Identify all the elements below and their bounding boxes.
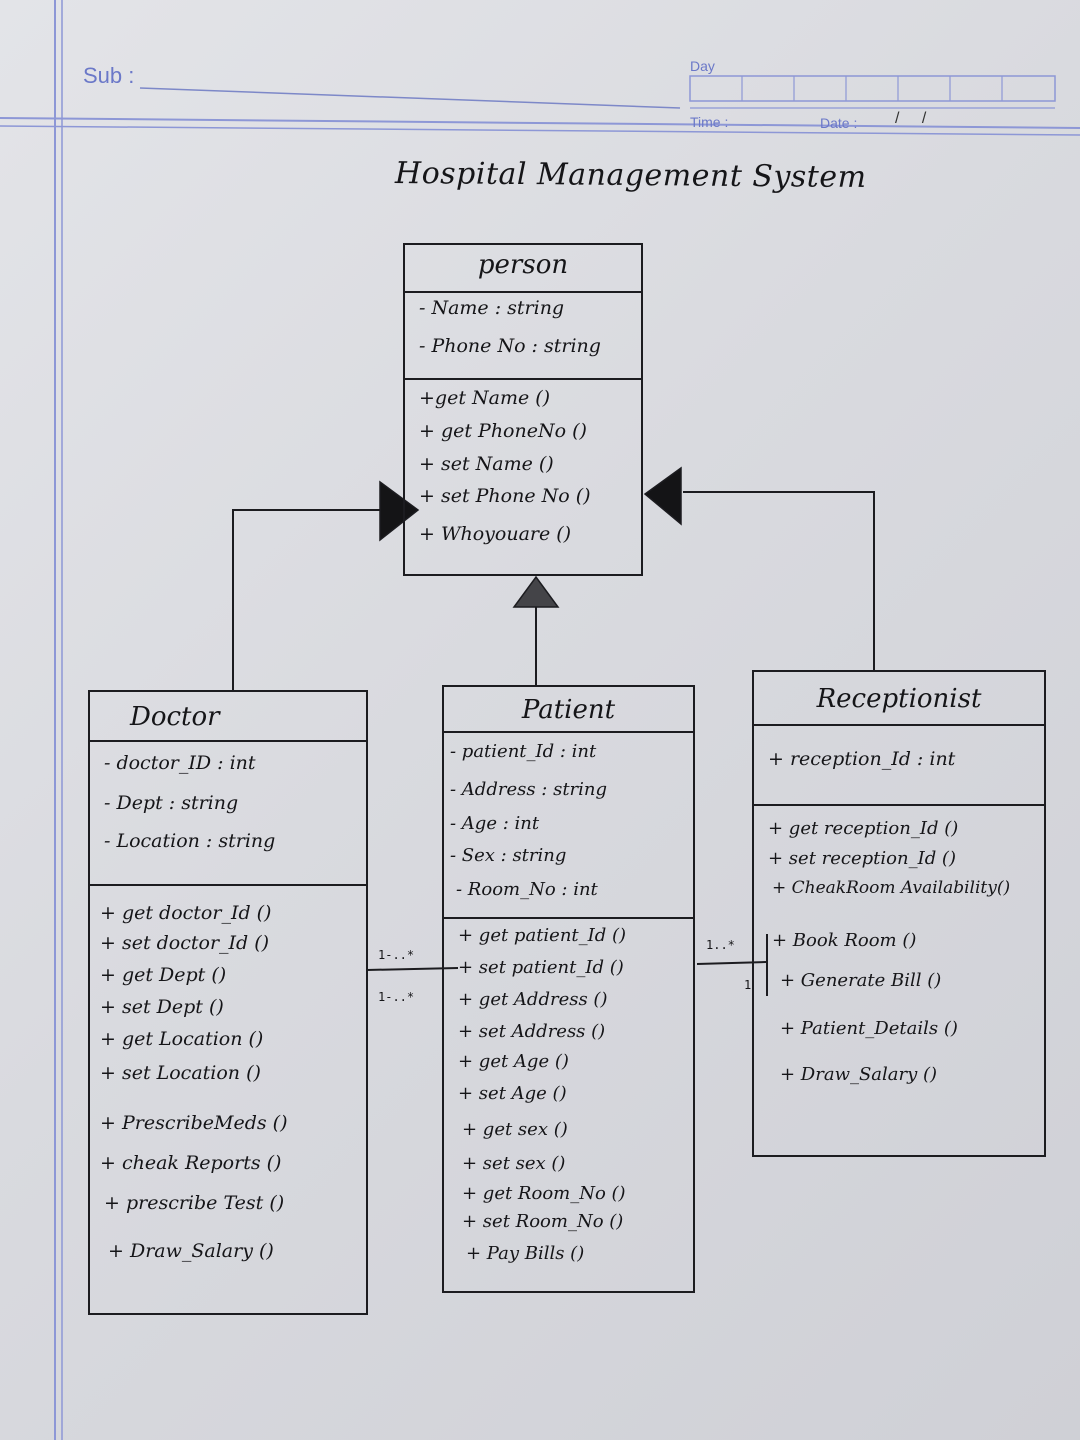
class-doctor-method: + get Dept (): [100, 964, 227, 986]
class-receptionist-method: + Book Room (): [772, 930, 917, 951]
margin-line-top: [0, 117, 1080, 129]
class-patient-method: + set Age (): [458, 1083, 567, 1104]
class-doctor-name: Doctor: [130, 702, 220, 732]
class-receptionist-method: + set reception_Id (): [768, 848, 956, 869]
class-patient-attribute: - Sex : string: [450, 845, 567, 866]
class-doctor: Doctor - doctor_ID : int - Dept : string…: [88, 690, 368, 1315]
class-patient-method: + set sex (): [462, 1153, 566, 1174]
class-receptionist-method: + Patient_Details (): [780, 1018, 958, 1039]
class-receptionist-name: Receptionist: [816, 684, 982, 714]
class-doctor-attribute: - doctor_ID : int: [104, 752, 256, 774]
class-doctor-method: + Draw_Salary (): [108, 1240, 274, 1262]
class-person-method: +get Name (): [419, 387, 551, 409]
class-doctor-method: + get Location (): [100, 1028, 264, 1050]
class-doctor-method: + prescribe Test (): [104, 1192, 285, 1214]
class-patient-method: + get Age (): [458, 1051, 569, 1072]
class-receptionist-method: + get reception_Id (): [768, 818, 959, 839]
doctor-inheritance-line: [232, 509, 383, 690]
class-patient-method: + set Address (): [458, 1021, 606, 1042]
class-patient-method: + get Room_No (): [462, 1183, 626, 1204]
class-person-attr-divider: [405, 378, 641, 380]
class-receptionist-name-divider: [754, 724, 1044, 726]
class-receptionist-method: + Generate Bill (): [780, 970, 942, 991]
class-receptionist-method: + Draw_Salary (): [780, 1064, 938, 1085]
multiplicity-doctor-patient-top: 1-..*: [378, 948, 415, 962]
class-patient-attr-divider: [444, 917, 693, 919]
multiplicity-patient-receptionist-top: 1..*: [706, 938, 735, 952]
class-receptionist-attr-divider: [754, 804, 1044, 806]
class-doctor-attribute: - Location : string: [104, 830, 276, 852]
class-person-attribute: - Phone No : string: [419, 335, 601, 357]
class-patient-attribute: - Room_No : int: [456, 879, 598, 900]
patient-receptionist-association: [696, 961, 767, 965]
sub-underline: [139, 87, 681, 109]
class-person-method: + Whoyouare (): [419, 523, 572, 545]
day-label: Day: [690, 58, 715, 74]
class-receptionist: Receptionist + reception_Id : int + get …: [752, 670, 1046, 1157]
class-doctor-name-divider: [90, 740, 366, 742]
sub-label: Sub :: [83, 63, 135, 88]
class-person-method: + set Name (): [419, 453, 554, 475]
class-patient-method: + set patient_Id (): [458, 957, 624, 978]
class-patient: Patient - patient_Id : int - Address : s…: [442, 685, 695, 1293]
multiplicity-doctor-patient-bottom: 1-..*: [378, 990, 415, 1004]
class-patient-method: + get Address (): [458, 989, 608, 1010]
margin-line-top-inner: [0, 125, 1080, 136]
receptionist-inheritance-line: [683, 491, 875, 670]
time-label: Time :: [690, 114, 729, 130]
doctor-inheritance-arrowhead: [379, 480, 420, 542]
class-patient-name-divider: [444, 731, 693, 733]
receptionist-method-marker: [766, 934, 768, 996]
class-doctor-attr-divider: [90, 884, 366, 886]
class-person-name: person: [477, 250, 569, 280]
date-label: Date :: [820, 115, 858, 131]
class-receptionist-method: + CheakRoom Availability(): [772, 878, 1011, 898]
class-doctor-method: + set Dept (): [100, 996, 224, 1018]
multiplicity-patient-receptionist-bottom: 1: [744, 978, 752, 992]
class-person-attribute: - Name : string: [419, 297, 565, 319]
class-patient-method: + get sex (): [462, 1119, 568, 1140]
class-doctor-method: + PrescribeMeds (): [100, 1112, 288, 1134]
class-person-method: + set Phone No (): [419, 485, 591, 507]
class-patient-name: Patient: [521, 695, 616, 725]
class-patient-attribute: - Age : int: [450, 813, 540, 834]
class-patient-attribute: - Address : string: [450, 779, 608, 800]
receptionist-inheritance-arrowhead: [643, 466, 682, 526]
class-person: person - Name : string - Phone No : stri…: [403, 243, 643, 576]
class-doctor-method: + cheak Reports (): [100, 1152, 282, 1174]
class-patient-method: + Pay Bills (): [466, 1243, 585, 1264]
class-doctor-method: + set doctor_Id (): [100, 932, 270, 954]
class-person-method: + get PhoneNo (): [419, 420, 587, 442]
class-person-name-divider: [405, 291, 641, 293]
class-doctor-attribute: - Dept : string: [104, 792, 239, 814]
patient-inheritance-arrowhead: [512, 575, 560, 608]
class-patient-method: + set Room_No (): [462, 1211, 624, 1232]
class-receptionist-attribute: + reception_Id : int: [768, 748, 956, 770]
date-slashes: / /: [895, 110, 927, 127]
class-doctor-method: + set Location (): [100, 1062, 261, 1084]
class-patient-method: + get patient_Id (): [458, 925, 627, 946]
day-boxes: [689, 75, 1056, 102]
class-patient-attribute: - patient_Id : int: [450, 741, 597, 762]
class-doctor-method: + get doctor_Id (): [100, 902, 272, 924]
